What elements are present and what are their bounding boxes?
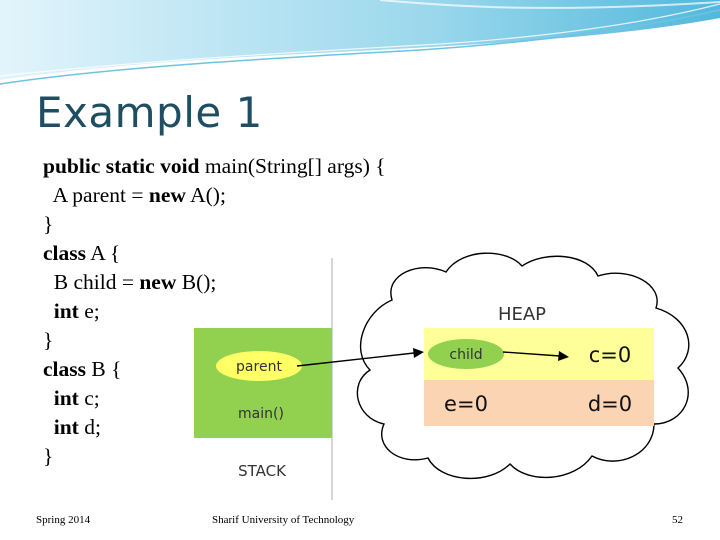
code-text: A(); <box>185 183 226 207</box>
object-a-ref-oval <box>428 339 504 369</box>
code-line: class A { <box>43 239 386 268</box>
code-keyword: new <box>139 270 177 294</box>
code-keyword: public static void <box>43 154 205 178</box>
object-a-ref-label: child <box>449 347 482 363</box>
footer-date: Spring 2014 <box>36 514 91 526</box>
code-text: c; <box>78 386 100 410</box>
slide-title: Example 1 <box>36 88 263 137</box>
code-text <box>43 415 54 439</box>
arrow-child-to-b <box>502 351 561 357</box>
code-line: int d; <box>43 413 386 442</box>
code-line: class B { <box>43 355 386 384</box>
code-text: d; <box>78 415 101 439</box>
code-text: A { <box>86 241 121 265</box>
code-text: main(String[] args) { <box>204 154 386 178</box>
footer-institution: Sharif University of Technology <box>212 514 355 526</box>
code-text: B child = <box>43 270 140 294</box>
stack-var-oval <box>216 351 302 381</box>
object-a-field-e: e=0 <box>444 392 488 416</box>
code-line: } <box>43 442 386 471</box>
code-text: e; <box>78 299 100 323</box>
code-line: A parent = new A(); <box>43 181 386 210</box>
code-keyword: class <box>43 241 86 265</box>
stack-var-label: parent <box>236 359 282 375</box>
code-text <box>43 386 54 410</box>
code-text: B(); <box>176 270 217 294</box>
code-keyword: int <box>53 299 79 323</box>
code-text: } <box>43 444 54 468</box>
object-b-field-c: c=0 <box>589 343 632 367</box>
object-b-bottom <box>566 380 654 426</box>
code-text: A parent = <box>43 183 149 207</box>
object-b-top <box>566 328 654 380</box>
arrowhead-parent <box>413 348 424 358</box>
stack-frame-label: main() <box>238 406 284 422</box>
code-keyword: class <box>43 357 86 381</box>
arrowhead-child <box>558 351 569 361</box>
object-b-field-d: d=0 <box>588 392 632 416</box>
footer-page-number: 52 <box>672 514 683 526</box>
code-text: } <box>43 212 54 236</box>
code-line: } <box>43 210 386 239</box>
code-text: B { <box>86 357 122 381</box>
code-line: public static void main(String[] args) { <box>43 152 386 181</box>
stack-label: STACK <box>238 462 287 480</box>
code-keyword: new <box>148 183 186 207</box>
heap-label: HEAP <box>498 304 546 325</box>
header-wave-decoration <box>0 0 720 85</box>
code-line: } <box>43 326 386 355</box>
code-block: public static void main(String[] args) {… <box>43 152 386 471</box>
arrow-parent-to-a <box>296 352 415 367</box>
code-line: int e; <box>43 297 386 326</box>
object-a-bottom <box>424 380 566 426</box>
code-text <box>43 299 54 323</box>
stack-frame-main <box>194 328 332 438</box>
code-keyword: int <box>53 386 79 410</box>
code-keyword: int <box>53 415 79 439</box>
code-text: } <box>43 328 54 352</box>
code-line: int c; <box>43 384 386 413</box>
code-line: B child = new B(); <box>43 268 386 297</box>
